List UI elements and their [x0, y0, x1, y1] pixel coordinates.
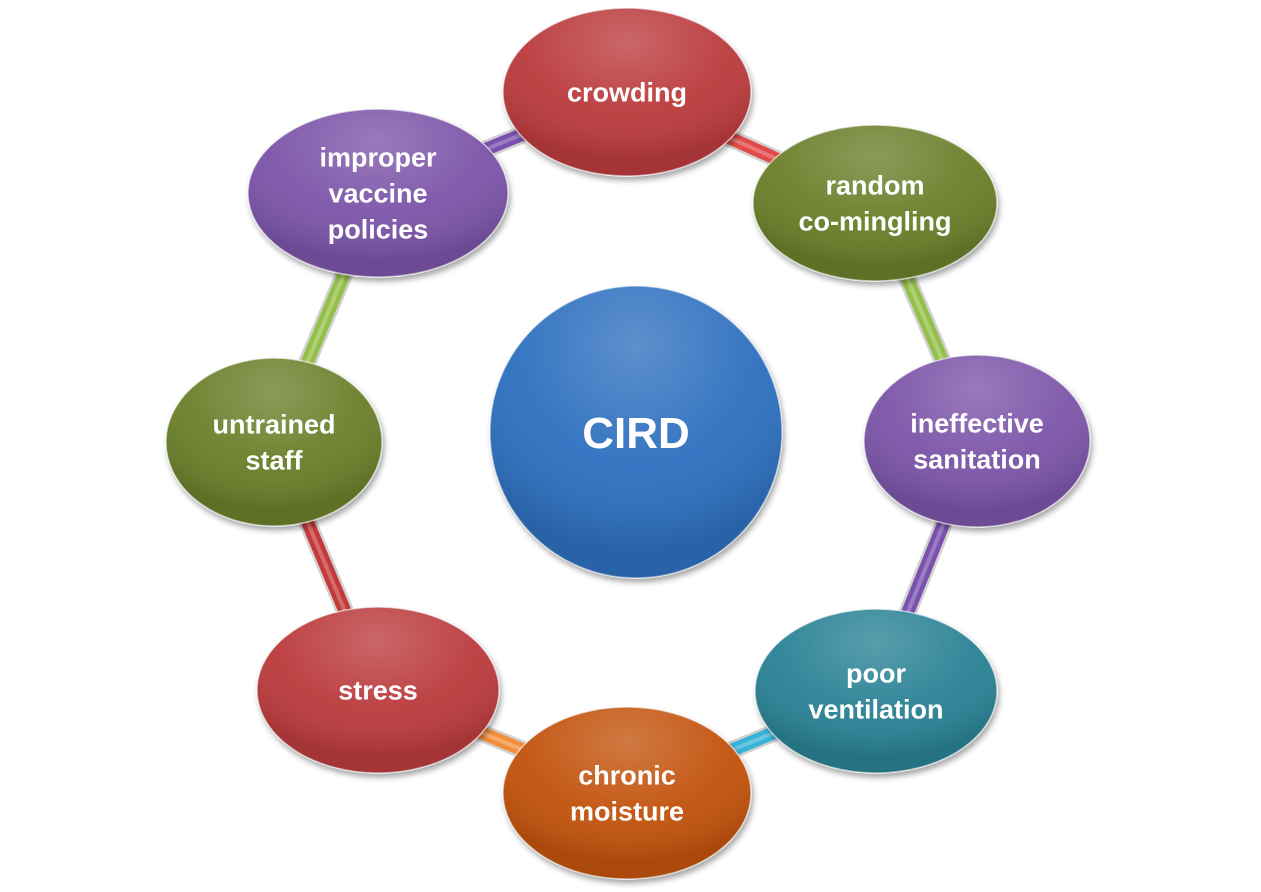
node-gloss	[257, 607, 499, 773]
node-untrained-staff: untrained staff	[165, 357, 383, 527]
node-label-line: stress	[338, 675, 418, 705]
nodes: crowding random co-mingling ineffective sani…	[165, 7, 1091, 880]
node-gloss	[166, 358, 382, 526]
node-random-co-mingling: random co-mingling	[752, 124, 998, 282]
center-label: CIRD	[582, 409, 690, 458]
node-crowding: crowding	[502, 7, 752, 177]
node-gloss	[248, 109, 508, 277]
node-label-line: untrained	[212, 409, 335, 439]
node-label-line: co-mingling	[799, 206, 952, 236]
node-label-line: policies	[328, 214, 429, 244]
center-gloss	[490, 286, 782, 578]
node-label-line: poor	[846, 658, 906, 688]
node-gloss	[503, 707, 751, 879]
node-label-line: improper	[319, 142, 437, 172]
node-label-line: chronic	[578, 760, 676, 790]
center-node: CIRD	[489, 285, 783, 579]
node-label-line: crowding	[567, 77, 687, 107]
node-stress: stress	[256, 606, 500, 774]
node-gloss	[864, 355, 1090, 527]
node-poor-ventilation: poor ventilation	[754, 608, 998, 774]
node-ineffective-sanitation: ineffective sanitation	[863, 354, 1091, 528]
node-label-line: sanitation	[913, 444, 1041, 474]
node-gloss	[503, 8, 751, 176]
node-gloss	[755, 609, 997, 773]
node-label-line: vaccine	[328, 178, 427, 208]
node-label-line: moisture	[570, 796, 684, 826]
node-label-line: ineffective	[910, 408, 1044, 438]
node-improper-vaccine-policies: improper vaccine policies	[247, 108, 509, 278]
node-label-line: staff	[245, 445, 303, 475]
node-label-line: ventilation	[808, 694, 943, 724]
node-label-line: random	[825, 170, 924, 200]
node-chronic-moisture: chronic moisture	[502, 706, 752, 880]
node-gloss	[753, 125, 997, 281]
